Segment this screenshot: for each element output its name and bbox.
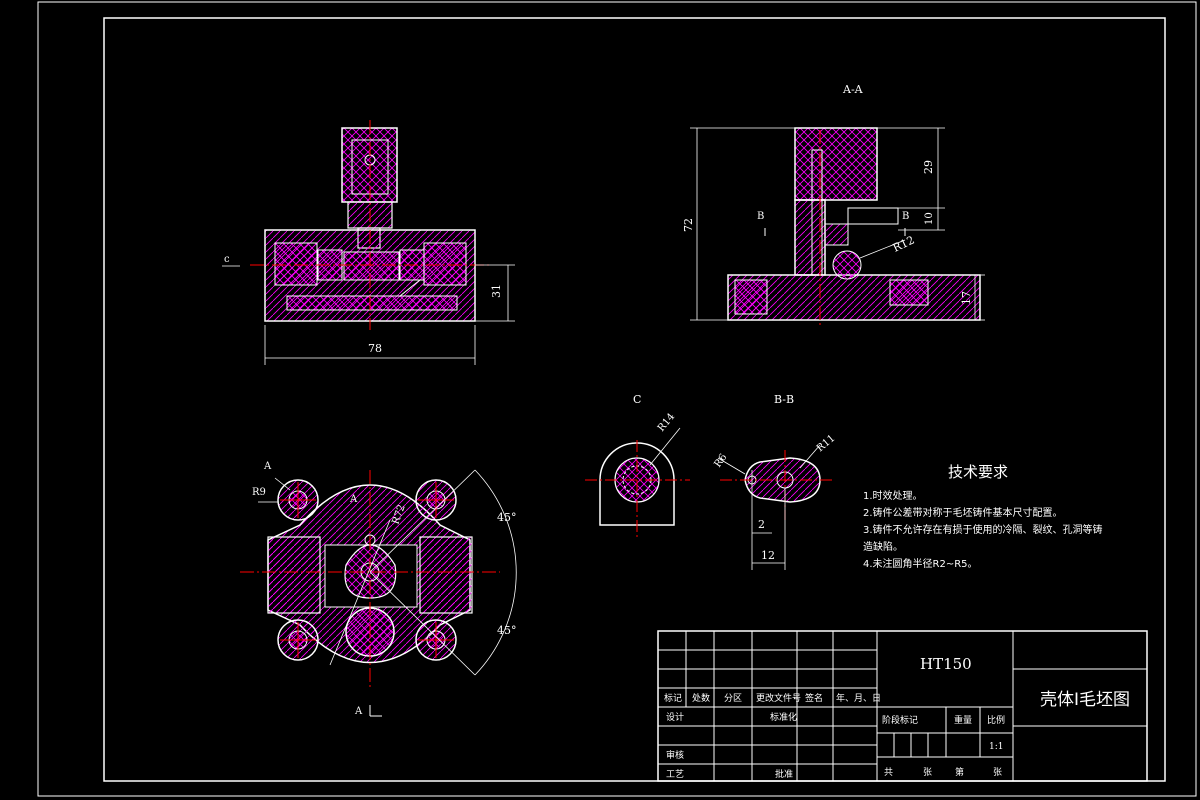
tb-header-date: 年、月、日 <box>836 692 881 704</box>
title-block <box>657 630 1148 782</box>
view-c <box>585 427 690 540</box>
tech-item-1: 1.时效处理。 <box>863 489 923 502</box>
dim-bb-12: 12 <box>761 549 775 562</box>
tb-header-signature: 签名 <box>805 692 823 704</box>
dim-height-31: 31 <box>490 284 503 298</box>
tb-approve: 批准 <box>775 768 793 780</box>
radius-r11: R11 <box>815 433 838 454</box>
tech-item-4: 4.未注圆角半径R2~R5。 <box>863 557 978 570</box>
top-cut-a-bottom: A <box>354 706 363 717</box>
angle-upper-45: 45° <box>497 511 517 524</box>
tb-header-count: 处数 <box>692 692 710 704</box>
radius-r6: R6 <box>712 452 729 470</box>
dim-width-78: 78 <box>368 342 382 355</box>
tech-item-2: 2.铸件公差带对称于毛坯铸件基本尺寸配置。 <box>863 506 1063 519</box>
view-c-arrow-label: c <box>224 254 230 265</box>
angle-lower-45: 45° <box>497 624 517 637</box>
section-bb-view <box>717 444 835 570</box>
tech-item-3-cont: 造缺陷。 <box>863 540 903 553</box>
tb-weight: 重量 <box>954 714 972 726</box>
tech-requirements-title: 技术要求 <box>948 463 1008 481</box>
tb-total-sheets: 张 <box>923 767 932 778</box>
tb-review: 审核 <box>666 749 684 761</box>
tb-header-mark: 标记 <box>664 692 682 704</box>
tb-total: 共 <box>884 767 893 778</box>
tb-stage-mark: 阶段标记 <box>882 714 918 726</box>
tb-design: 设计 <box>666 711 684 723</box>
tb-material: HT150 <box>920 655 972 673</box>
top-cut-a-top: A <box>263 461 272 472</box>
tb-page-sheet: 张 <box>993 767 1002 778</box>
dim-slot-10: 10 <box>924 212 935 225</box>
section-aa-title: A-A <box>842 83 864 96</box>
tb-header-change-doc: 更改文件号 <box>756 692 801 704</box>
inner-border <box>103 17 1166 782</box>
view-c-title: C <box>633 393 641 406</box>
cut-b-left: B <box>757 211 764 222</box>
cut-b-right: B <box>902 211 909 222</box>
tech-item-3: 3.铸件不允许存在有损于使用的冷隔、裂纹、孔洞等铸 <box>863 523 1103 536</box>
dim-base-17: 17 <box>960 291 973 305</box>
title-block-text: 标记 处数 分区 更改文件号 签名 年、月、日 设计 标准化 审核 工艺 批准 … <box>664 655 1130 780</box>
radius-r9: R9 <box>252 487 266 498</box>
tb-header-zone: 分区 <box>724 693 742 704</box>
front-view <box>222 120 515 365</box>
radius-r12: R12 <box>891 234 917 255</box>
tb-process: 工艺 <box>666 769 684 780</box>
tb-scale-value: 1:1 <box>989 742 1003 752</box>
tech-requirements: 技术要求 1.时效处理。 2.铸件公差带对称于毛坯铸件基本尺寸配置。 3.铸件不… <box>863 463 1103 570</box>
tb-drawing-name: 壳体I毛坯图 <box>1040 690 1130 710</box>
section-aa-view <box>690 127 985 325</box>
dim-bb-2: 2 <box>758 518 765 531</box>
section-bb-title: B-B <box>774 393 794 406</box>
radius-r14: R14 <box>656 411 677 434</box>
outer-border <box>37 1 1197 797</box>
tb-standardize: 标准化 <box>770 711 797 723</box>
top-cut-a-mid: A <box>349 494 358 505</box>
tb-scale-label: 比例 <box>987 714 1005 726</box>
top-view <box>240 469 517 717</box>
dim-top-29: 29 <box>922 160 935 174</box>
dim-total-72: 72 <box>682 218 695 232</box>
tb-page: 第 <box>955 766 964 778</box>
